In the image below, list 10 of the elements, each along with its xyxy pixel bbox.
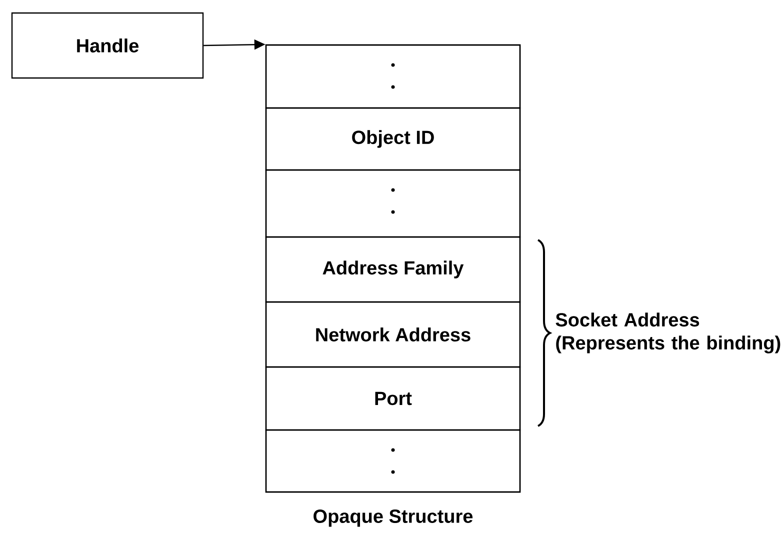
- field-row: Address Family: [265, 236, 521, 303]
- node-label: Opaque Structure: [314, 510, 473, 527]
- brace-label: Socket Address (Represents the binding): [556, 312, 780, 354]
- empty-row: [265, 429, 521, 493]
- field-row: Port: [265, 366, 521, 431]
- handle-box: Handle: [11, 12, 204, 79]
- empty-row: [265, 169, 521, 238]
- field-row: Network Address: [265, 301, 521, 368]
- empty-row: [265, 44, 521, 109]
- field-row: Object ID: [265, 107, 521, 171]
